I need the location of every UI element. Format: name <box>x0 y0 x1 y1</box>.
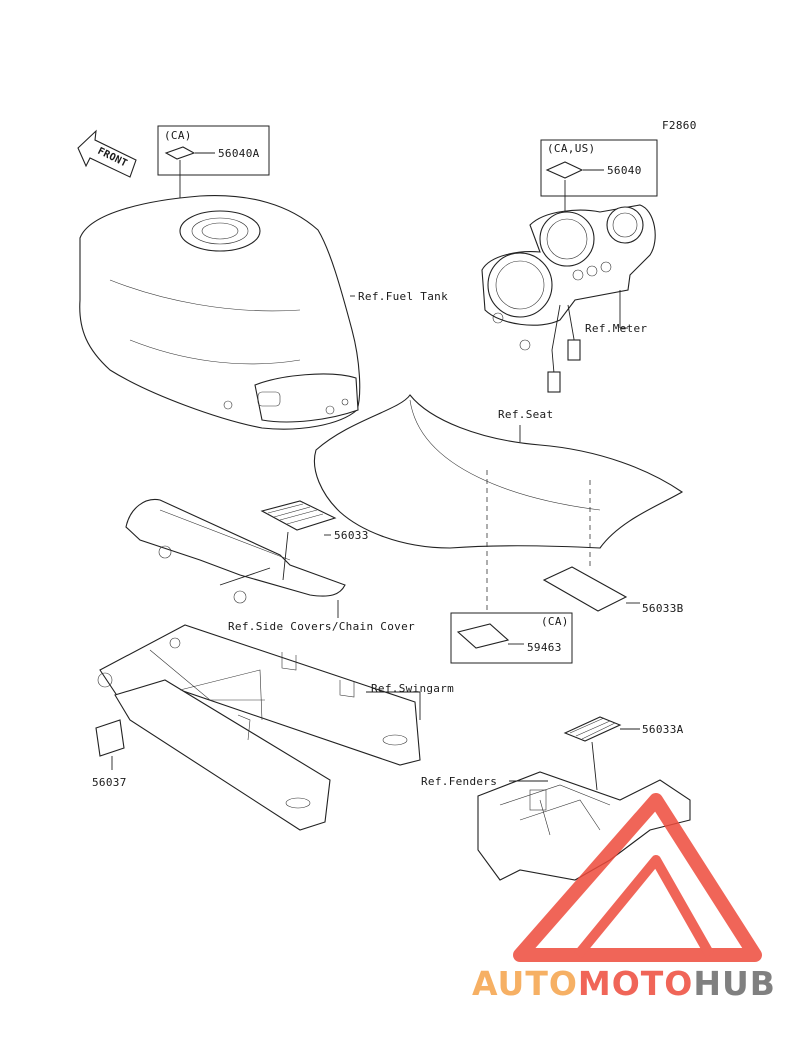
meter-region: (CA,US) <box>547 142 595 155</box>
fuel-tank-drawing: Ref.Fuel Tank <box>79 195 448 430</box>
watermark-logo: AUTOMOTOHUB <box>472 793 776 1003</box>
ref-fuel-tank: Ref.Fuel Tank <box>358 290 448 303</box>
watermark-moto: MOTO <box>578 964 693 1003</box>
swingarm-part-number: 56037 <box>92 776 127 789</box>
ref-side-covers: Ref.Side Covers/Chain Cover <box>228 620 415 633</box>
chain-cover-part-number: 56033 <box>334 529 369 542</box>
ref-meter: Ref.Meter <box>585 322 647 335</box>
fuel-tank-part-number: 56040A <box>218 147 260 160</box>
watermark-auto: AUTO <box>472 964 578 1003</box>
ref-fenders: Ref.Fenders <box>421 775 497 788</box>
ref-seat: Ref.Seat <box>498 408 553 421</box>
seat-drawing: Ref.Seat <box>313 394 684 610</box>
swingarm-drawing: Ref.Swingarm 56037 <box>92 624 454 831</box>
meter-drawing: Ref.Meter <box>481 204 656 393</box>
figure-code: F2860 <box>662 119 697 132</box>
seat-label-56033b: 56033B <box>542 566 684 615</box>
watermark-hub: HUB <box>693 964 776 1003</box>
meter-callout: (CA,US) 56040 <box>540 139 658 240</box>
meter-part-number: 56040 <box>607 164 642 177</box>
fender-label-56033a: 56033A <box>563 716 684 791</box>
fenders-drawing: Ref.Fenders <box>421 771 691 881</box>
seat-part-number: 56033B <box>642 602 684 615</box>
seat-callout: (CA) 59463 <box>450 612 573 664</box>
seat-box-part-number: 59463 <box>527 641 562 654</box>
fuel-tank-region: (CA) <box>164 129 192 142</box>
chain-cover-drawing: 56033 Ref.Side Covers/Chain Cover <box>125 498 415 633</box>
fender-part-number: 56033A <box>642 723 684 736</box>
seat-region: (CA) <box>541 615 569 628</box>
svg-text:AUTOMOTOHUB: AUTOMOTOHUB <box>472 964 776 1003</box>
ref-swingarm: Ref.Swingarm <box>371 682 454 695</box>
front-arrow-icon: FRONT <box>77 129 137 178</box>
